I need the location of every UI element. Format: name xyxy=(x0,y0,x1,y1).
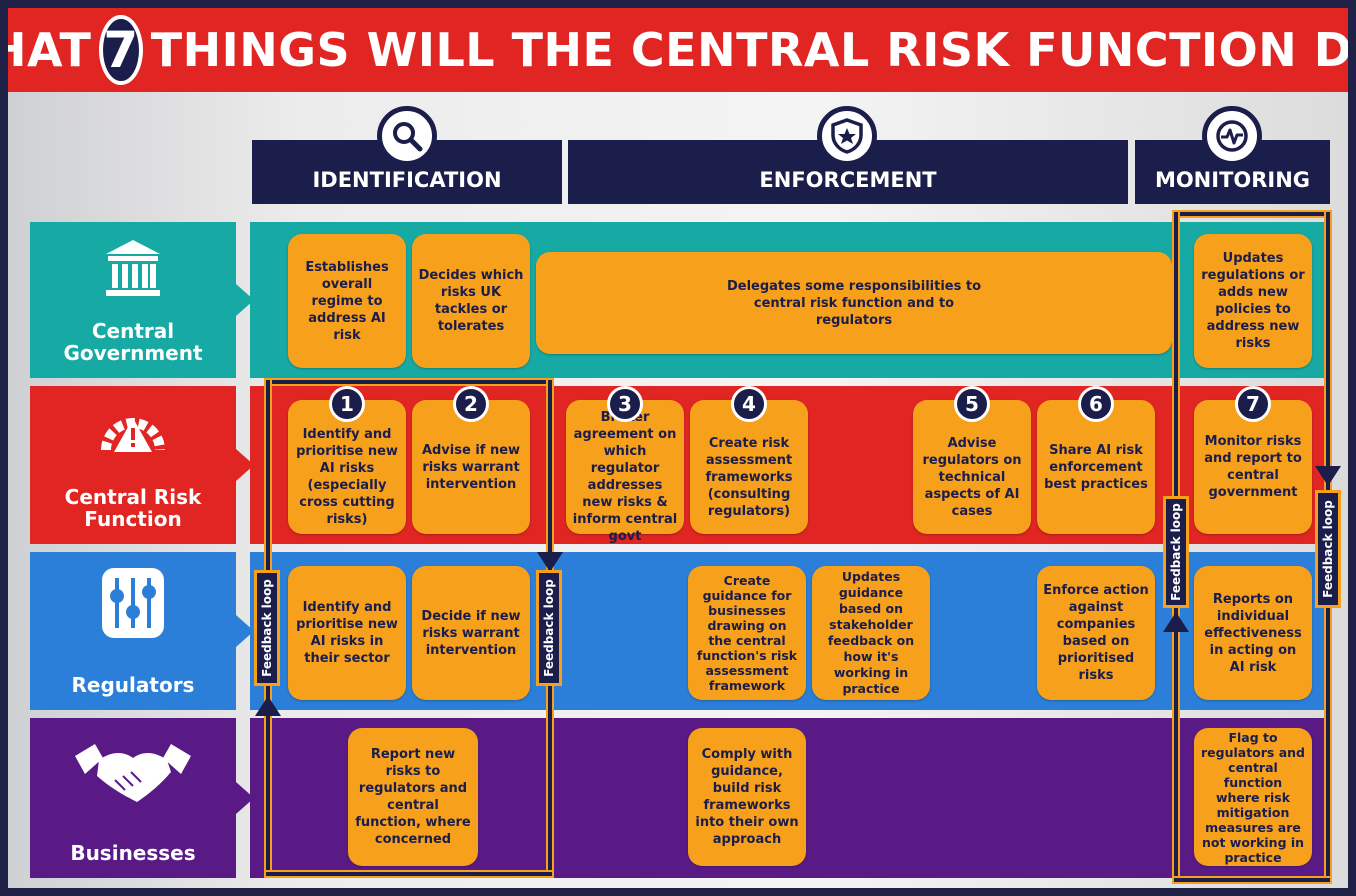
step-badge-1: 1 xyxy=(329,386,365,422)
feedback-loop-label: Feedback loop xyxy=(254,570,280,686)
box-reg-guidance: Create guidance for businesses drawing o… xyxy=(688,566,806,700)
box-biz-flag: Flag to regulators and central function … xyxy=(1194,728,1312,866)
magnifier-icon xyxy=(377,106,437,166)
loop-edge-inner xyxy=(1174,878,1330,882)
box-gov-delegates: Delegates some responsibilities to centr… xyxy=(536,252,1172,354)
row-arrow xyxy=(236,449,254,481)
row-label-crf-text: Central Risk Function xyxy=(64,485,202,531)
sliders-icon xyxy=(100,566,166,644)
row-arrow xyxy=(236,284,254,316)
column-label-enforcement: ENFORCEMENT xyxy=(759,168,937,192)
box-crf-5: Advise regulators on technical aspects o… xyxy=(913,400,1031,534)
column-label-monitoring: MONITORING xyxy=(1154,168,1311,192)
warning-gauge-icon xyxy=(98,400,168,470)
box-reg-identify: Identify and prioritise new AI risks in … xyxy=(288,566,406,700)
box-crf-4: Create risk assessment frameworks (consu… xyxy=(690,400,808,534)
arrow-down-icon xyxy=(1315,466,1341,486)
step-badge-3: 3 xyxy=(607,386,643,422)
box-reg-decide: Decide if new risks warrant intervention xyxy=(412,566,530,700)
row-arrow xyxy=(236,782,254,814)
handshake-icon xyxy=(73,732,193,816)
row-label-regulators-text: Regulators xyxy=(71,673,195,697)
feedback-loop-label: Feedback loop xyxy=(1163,496,1189,608)
title-prefix: WHAT xyxy=(8,23,92,77)
box-crf-7: Monitor risks and report to central gove… xyxy=(1194,400,1312,534)
box-crf-1: Identify and prioritise new AI risks (es… xyxy=(288,400,406,534)
box-reg-enforce: Enforce action against companies based o… xyxy=(1037,566,1155,700)
row-label-government-text: Central Government xyxy=(63,319,203,365)
feedback-loop-label: Feedback loop xyxy=(536,570,562,686)
title-number-badge: 7 xyxy=(99,15,143,85)
box-gov-updates: Updates regulations or adds new policies… xyxy=(1194,234,1312,368)
row-label-businesses: Businesses xyxy=(30,718,254,878)
loop-edge-inner xyxy=(266,380,552,384)
box-crf-3: Broker agreement on which regulator addr… xyxy=(566,400,684,544)
box-biz-report: Report new risks to regulators and centr… xyxy=(348,728,478,866)
title-suffix: THINGS WILL THE CENTRAL RISK FUNCTION DO… xyxy=(150,23,1348,77)
column-label-identification: IDENTIFICATION xyxy=(312,168,502,192)
row-label-businesses-text: Businesses xyxy=(70,841,196,865)
box-gov-regime: Establishes overall regime to address AI… xyxy=(288,234,406,368)
pulse-icon xyxy=(1202,106,1262,166)
feedback-loop-label: Feedback loop xyxy=(1315,490,1341,608)
loop-edge-inner xyxy=(1174,212,1330,216)
arrow-up-icon xyxy=(255,696,281,716)
step-badge-7: 7 xyxy=(1235,386,1271,422)
box-biz-comply: Comply with guidance, build risk framewo… xyxy=(688,728,806,866)
step-badge-4: 4 xyxy=(731,386,767,422)
step-badge-2: 2 xyxy=(453,386,489,422)
title-bar: WHAT 7 THINGS WILL THE CENTRAL RISK FUNC… xyxy=(8,8,1348,92)
row-label-government: Central Government xyxy=(30,222,254,378)
shield-star-icon xyxy=(817,106,877,166)
arrow-up-icon xyxy=(1163,612,1189,632)
row-label-regulators: Regulators xyxy=(30,552,254,710)
step-badge-6: 6 xyxy=(1078,386,1114,422)
row-label-crf: Central Risk Function xyxy=(30,386,254,544)
infographic: WHAT 7 THINGS WILL THE CENTRAL RISK FUNC… xyxy=(8,8,1348,888)
box-reg-reports: Reports on individual effectiveness in a… xyxy=(1194,566,1312,700)
box-reg-updates: Updates guidance based on stakeholder fe… xyxy=(812,566,930,700)
loop-edge-inner xyxy=(266,872,552,876)
box-crf-6: Share AI risk enforcement best practices xyxy=(1037,400,1155,534)
row-arrow xyxy=(236,615,254,647)
box-crf-2: Advise if new risks warrant intervention xyxy=(412,400,530,534)
government-building-icon xyxy=(100,236,166,306)
arrow-down-icon xyxy=(537,552,563,572)
box-gov-decides: Decides which risks UK tackles or tolera… xyxy=(412,234,530,368)
step-badge-5: 5 xyxy=(954,386,990,422)
